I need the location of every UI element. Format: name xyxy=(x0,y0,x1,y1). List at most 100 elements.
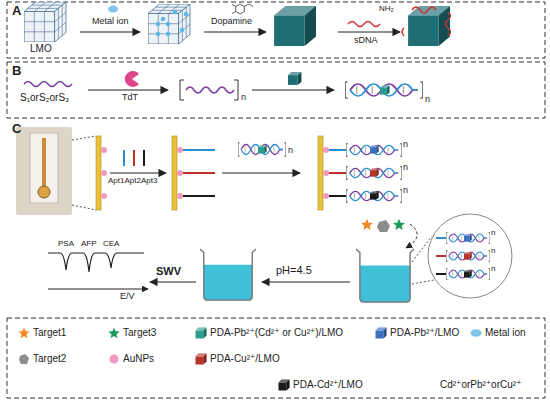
panel-a-art xyxy=(348,22,380,27)
repeat-index: n xyxy=(403,140,408,150)
panel-a-art xyxy=(232,4,253,14)
legend-text: PDA-Cd²⁺/LMO xyxy=(293,379,363,390)
panel-c-art xyxy=(346,190,402,202)
panel-b-art xyxy=(125,71,139,87)
panel-a-art xyxy=(173,10,178,15)
step-label: Metal ion xyxy=(92,17,129,27)
legend-text: PDA-Pb²⁺(Cd²⁺ or Cu²⁺)/LMO xyxy=(210,327,343,338)
panel-b-art xyxy=(288,72,301,85)
legend-swatch xyxy=(108,353,120,365)
panel-c-art xyxy=(329,195,346,197)
legend-text: Target1 xyxy=(33,327,66,338)
panel-b-art xyxy=(24,71,423,100)
repeat-index: n xyxy=(425,95,430,105)
group-label: NH₂ xyxy=(379,5,394,14)
panel-b-art xyxy=(180,80,238,100)
panel-a-art xyxy=(166,32,171,37)
panel-b-art xyxy=(186,87,234,93)
panel-c-art xyxy=(150,281,196,282)
panel-c-art xyxy=(318,136,323,210)
panel-c-art xyxy=(143,150,145,166)
step-label: Dopamine xyxy=(211,17,252,27)
panel-c-art xyxy=(323,193,329,199)
panel-c-art xyxy=(464,252,472,259)
panel-a-art xyxy=(156,22,161,27)
panel-c-art xyxy=(42,138,46,188)
panel-c-art xyxy=(446,251,490,262)
panel-c-art xyxy=(101,193,107,199)
repeat-index: n xyxy=(403,186,408,196)
panel-letter: A xyxy=(12,4,21,18)
panel-a-art xyxy=(236,4,245,14)
peak-label: PSA xyxy=(58,240,74,249)
repeat-index: n xyxy=(403,163,408,173)
swatch-shape xyxy=(196,357,204,365)
repeat-index: n xyxy=(241,93,246,103)
panel-a-art xyxy=(156,10,189,37)
swatch-shape xyxy=(471,329,482,337)
repeat-index: n xyxy=(288,146,293,156)
panel-c-art xyxy=(222,172,300,173)
swatch-shape xyxy=(204,328,207,339)
legend-swatch xyxy=(18,327,30,339)
panel-c-art xyxy=(183,149,215,151)
legend-swatch xyxy=(470,327,482,339)
panel-c-art xyxy=(346,167,402,179)
material-label: LMO xyxy=(30,43,52,54)
swatch-shape xyxy=(287,380,290,391)
panel-a-art xyxy=(184,12,189,17)
panel-c-art xyxy=(323,147,329,153)
panel-c-art xyxy=(329,172,346,174)
panel-c-art xyxy=(48,289,148,290)
panel-letter: C xyxy=(12,122,21,136)
panel-b-art xyxy=(88,89,168,90)
panel-c-art xyxy=(101,147,107,153)
panel-letter: B xyxy=(12,64,21,78)
legend-swatch xyxy=(375,327,387,339)
panel-c-art xyxy=(329,149,346,151)
panel-c-art xyxy=(370,191,379,199)
enzyme-label: TdT xyxy=(122,93,138,103)
swatch-shape xyxy=(279,383,287,391)
legend-swatch xyxy=(195,327,207,339)
panel-c-art xyxy=(200,249,256,300)
swatch-shape xyxy=(204,354,207,365)
repeat-index: n xyxy=(491,265,495,274)
panel-a-art xyxy=(338,31,400,32)
legend-text: Target2 xyxy=(33,353,66,364)
panel-c-art xyxy=(177,147,183,199)
panel-c-art xyxy=(110,172,166,173)
swatch-shape xyxy=(376,331,384,339)
repeat-index: n xyxy=(491,247,495,256)
panel-a-art xyxy=(408,6,450,46)
axis-label: E/V xyxy=(120,292,135,302)
legend-note: Cd²⁺orPb²⁺orCu²⁺ xyxy=(440,379,521,390)
panel-a-art xyxy=(204,31,266,32)
panel-c-art xyxy=(133,150,135,166)
panel-a-art xyxy=(80,31,140,32)
aptamer-label: Apt1Apt2Apt3 xyxy=(108,177,157,186)
panel-c-art xyxy=(323,170,329,176)
panel-frame xyxy=(7,62,545,118)
panel-frame xyxy=(7,2,545,58)
swatch-shape xyxy=(110,355,119,364)
legend-text: PDA-Cu²⁺/LMO xyxy=(210,353,280,364)
panel-c-art xyxy=(377,220,390,232)
swatch-shape xyxy=(384,328,387,339)
panel-c-art xyxy=(172,136,177,210)
panel-c-art xyxy=(428,214,512,298)
panel-a-art xyxy=(148,4,190,44)
swatch-shape xyxy=(196,331,204,339)
panel-frame xyxy=(7,2,545,398)
panel-a-art xyxy=(180,28,185,33)
peak-label: AFP xyxy=(81,240,97,249)
panel-c-art xyxy=(446,269,490,280)
step-label: sDNA xyxy=(354,36,378,46)
panel-c-art xyxy=(446,233,490,244)
peak-label: CEA xyxy=(103,240,119,249)
panel-c-art xyxy=(101,147,107,199)
panel-c-art xyxy=(96,136,101,210)
